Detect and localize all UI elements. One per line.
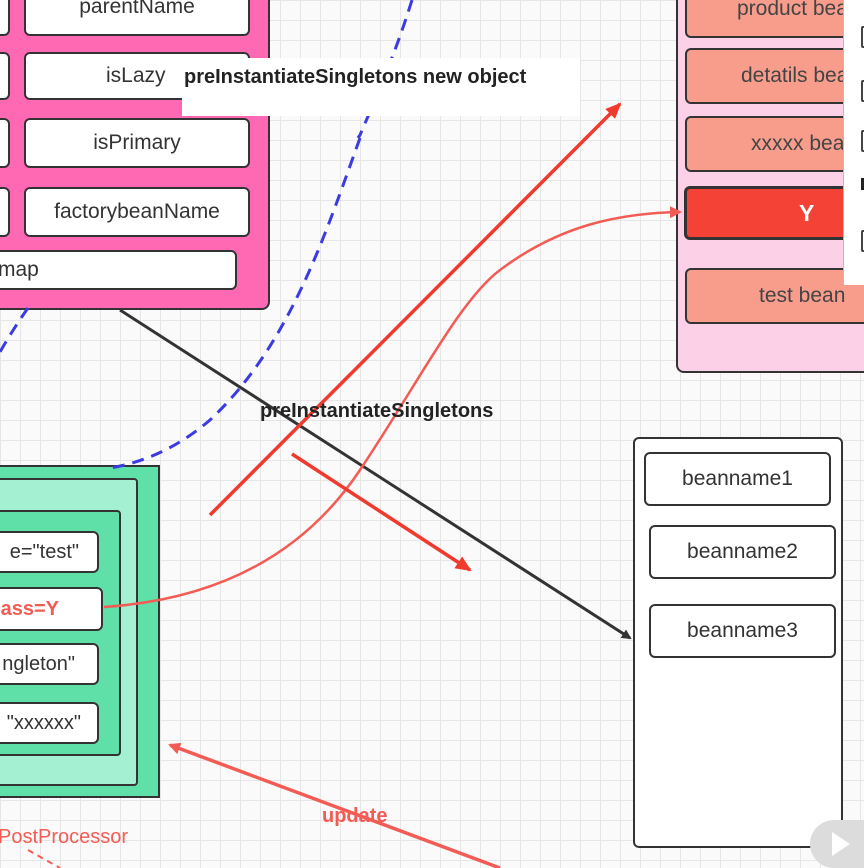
toolbar-comment-icon[interactable] xyxy=(861,230,864,252)
prop-parent-name: parentName xyxy=(24,0,250,36)
left-stub-1 xyxy=(0,0,10,36)
y-bean-label: Y xyxy=(799,199,815,226)
update-label: update xyxy=(322,805,388,827)
pre-instantiate-arrow xyxy=(291,452,472,572)
details-bean-item: detatils bean xyxy=(685,48,864,104)
beanname2-item: beanname2 xyxy=(649,525,836,579)
prop-parent-name-label: parentName xyxy=(79,0,195,18)
xxxxx-bean-label: xxxxx bean xyxy=(751,132,857,155)
config-scope-label: ngleton" xyxy=(2,652,75,675)
prop-factory-bean-name: factorybeanName xyxy=(24,187,250,237)
pre-instantiate-label: preInstantiateSingletons xyxy=(260,400,494,422)
beanname3-item: beanname3 xyxy=(649,604,836,658)
new-object-label: preInstantiateSingletons new object xyxy=(184,66,527,88)
details-bean-label: detatils bean xyxy=(741,64,861,87)
left-stub-2 xyxy=(0,52,10,100)
post-processor-label: PostProcessor xyxy=(0,826,129,848)
prop-is-primary-label: isPrimary xyxy=(93,131,181,154)
play-icon[interactable] xyxy=(810,820,864,868)
test-bean-label: test bean xyxy=(759,284,846,307)
config-class-label: ass=Y xyxy=(0,597,59,620)
left-stub-3 xyxy=(0,118,10,168)
prop-factory-bean-name-label: factorybeanName xyxy=(54,200,220,223)
new-object-arrow xyxy=(208,102,622,517)
y-bean-item: Y xyxy=(684,186,864,240)
beanname2-label: beanname2 xyxy=(687,540,798,563)
toolbar-format-icon[interactable] xyxy=(861,130,864,152)
dashed-link-left xyxy=(0,307,30,353)
dark-connector xyxy=(119,308,632,640)
config-name-label: e="test" xyxy=(9,540,79,563)
toolbar-cursor-icon[interactable] xyxy=(861,178,864,190)
test-bean-item: test bean xyxy=(685,268,864,324)
left-stub-4 xyxy=(0,187,10,237)
config-class-row: ass=Y xyxy=(0,587,103,631)
beanname1-label: beanname1 xyxy=(682,467,793,490)
config-extra-label: "xxxxxx" xyxy=(6,711,81,734)
postprocessor-dash xyxy=(27,849,61,868)
new-object-label-bg xyxy=(182,58,580,116)
toolbar-page-icon[interactable] xyxy=(861,26,864,48)
product-bean-item: product bean xyxy=(685,0,864,38)
config-scope-row: ngleton" xyxy=(0,643,99,685)
prop-map: map xyxy=(0,250,237,290)
beanname3-label: beanname3 xyxy=(687,619,798,642)
toolbar-layer-icon[interactable] xyxy=(861,80,864,102)
side-toolbar xyxy=(843,0,864,285)
prop-map-label: map xyxy=(0,258,39,281)
config-name-row: e="test" xyxy=(0,531,99,573)
prop-is-primary: isPrimary xyxy=(24,118,250,168)
prop-is-lazy-label: isLazy xyxy=(106,64,166,87)
beanname1-item: beanname1 xyxy=(644,452,831,506)
config-extra-row: "xxxxxx" xyxy=(0,702,99,744)
product-bean-label: product bean xyxy=(737,0,860,20)
xxxxx-bean-item: xxxxx bean xyxy=(685,116,864,172)
